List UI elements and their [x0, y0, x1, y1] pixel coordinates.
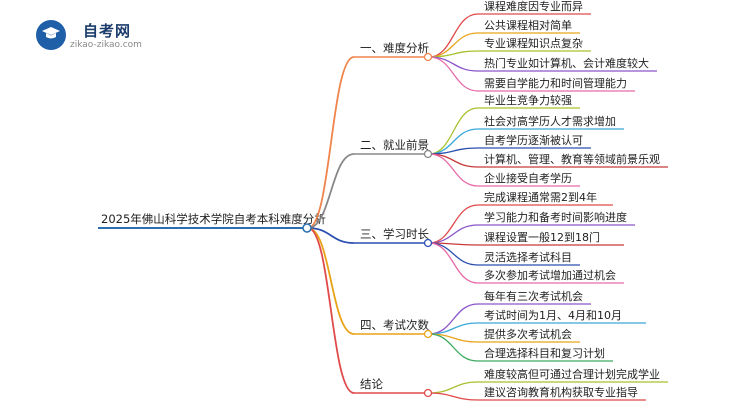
leaf-label: 需要自学能力和时间管理能力 [484, 76, 627, 90]
leaf-label: 难度较高但可通过合理计划完成学业 [484, 367, 660, 381]
leaf-connector [428, 56, 479, 92]
leaf-connector [428, 153, 479, 187]
leaf-connector [428, 333, 479, 362]
leaf-connector [428, 153, 479, 168]
leaf-label: 每年有三次考试机会 [484, 289, 583, 303]
branch-node [423, 149, 433, 159]
leaf-connector [428, 107, 479, 155]
leaf-connector [428, 56, 479, 72]
leaf-connector [428, 128, 479, 155]
leaf-label: 合理选择科目和复习计划 [484, 346, 605, 360]
leaf-connector [428, 50, 479, 58]
branch-label: 二、就业前景 [360, 138, 429, 152]
branch-connector [307, 153, 355, 229]
leaf-label: 自考学历逐渐被认可 [484, 133, 583, 147]
leaf-label: 建议咨询教育机构获取专业指导 [484, 385, 638, 399]
logo-title: 自考网 [83, 22, 132, 40]
leaf-connector [428, 392, 479, 401]
leaf-label: 灵活选择考试科目 [484, 250, 572, 264]
leaf-label: 学习能力和备考时间影响进度 [484, 210, 627, 224]
branch-connector [307, 56, 355, 229]
branch-label: 三、学习时长 [360, 227, 429, 241]
leaf-connector [428, 303, 479, 335]
leaf-connector [428, 224, 479, 244]
branch-label: 四、考试次数 [360, 318, 429, 332]
leaf-label: 专业课程知识点复杂 [484, 36, 583, 50]
branch-node [423, 329, 433, 339]
leaf-label: 多次参加考试增加通过机会 [484, 268, 616, 282]
leaf-label: 完成课程通常需2到4年 [484, 190, 597, 204]
root-node [302, 223, 312, 233]
branch-label: 一、难度分析 [360, 41, 429, 55]
leaf-label: 提供多次考试机会 [484, 327, 572, 341]
branch-connector [307, 227, 355, 244]
branch-connector [307, 227, 355, 394]
branch-node [423, 388, 433, 398]
leaf-connector [428, 204, 479, 244]
root-label: 2025年佛山科学技术学院自考本科难度分析 [101, 212, 326, 226]
graduation-cap-icon [42, 27, 60, 39]
leaf-label: 毕业生竞争力较强 [484, 93, 572, 107]
leaf-label: 考试时间为1月、4月和10月 [484, 309, 622, 322]
leaf-connector [428, 242, 479, 284]
leaf-label: 社会对高学历人才需求增加 [484, 114, 616, 128]
branch-connector [307, 227, 355, 335]
leaf-connector [428, 381, 479, 394]
leaf-label: 课程难度因专业而异 [484, 0, 583, 13]
branch-node [423, 52, 433, 62]
branch-node [423, 238, 433, 248]
logo-subtitle: zikao-zikao.com [70, 40, 142, 50]
leaf-label: 课程设置一般12到18门 [484, 230, 600, 244]
branch-label: 结论 [360, 377, 383, 391]
leaf-label: 企业接受自考学历 [484, 171, 572, 185]
leaf-connector [428, 13, 479, 58]
leaf-connector [428, 147, 479, 155]
leaf-label: 公共课程相对简单 [484, 18, 572, 32]
leaf-label: 热门专业如计算机、会计难度较大 [484, 56, 649, 70]
leaf-label: 计算机、管理、教育等领域前景乐观 [484, 152, 660, 166]
leaf-connector [428, 242, 479, 266]
